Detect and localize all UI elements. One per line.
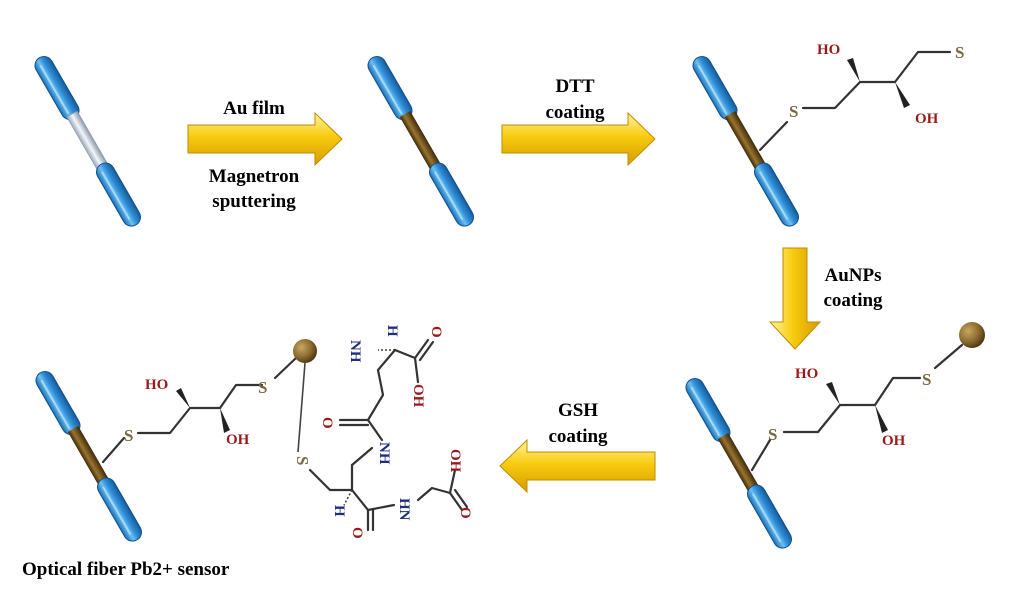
gold-nanoparticle	[959, 322, 985, 348]
fiber-dtt	[688, 52, 803, 231]
dtt-aunp-molecule: S HO OH S	[750, 322, 985, 472]
fiber-aunps	[681, 374, 796, 553]
oxygen-atom: O	[428, 326, 444, 338]
sulfur-atom: S	[124, 426, 133, 445]
gold-nanoparticle	[293, 339, 317, 363]
hydroxyl-label: OH	[410, 384, 426, 408]
sulfur-atom: S	[922, 370, 931, 389]
hydroxyl-label: HO	[817, 42, 840, 58]
hydroxyl-label: OH	[447, 449, 463, 473]
fiber-bare	[30, 52, 145, 231]
oxygen-atom: O	[319, 417, 335, 429]
arrow-right-1	[187, 111, 343, 167]
sulfur-atom: S	[789, 102, 798, 121]
arrow-down	[768, 247, 822, 350]
hydroxyl-label: OH	[915, 111, 939, 127]
sulfur-atom: S	[258, 378, 267, 397]
final-sensor-label: Optical fiber Pb2+ sensor	[22, 559, 230, 580]
step2-label-line1: DTT	[555, 76, 594, 97]
hydroxyl-label: HO	[795, 366, 818, 382]
amide-hn-label: HN	[396, 498, 412, 521]
amine-nh2-label: NH	[347, 340, 363, 363]
fiber-gsh	[31, 367, 146, 546]
dtt-on-sensor: S HO OH S	[101, 339, 317, 464]
hydroxyl-label: OH	[882, 433, 906, 449]
arrow-right-2	[501, 111, 656, 167]
step2-label-line2: coating	[545, 102, 605, 123]
step3-label-line1: AuNPs	[824, 265, 881, 286]
step4-label-line2: coating	[548, 426, 608, 447]
dtt-molecule: S HO OH S	[758, 42, 964, 152]
step1-label-line2: Magnetron	[209, 166, 300, 187]
hydroxyl-label: HO	[145, 377, 168, 393]
hydroxyl-label: OH	[226, 432, 250, 448]
step4-label-line1: GSH	[558, 400, 598, 421]
fiber-au-film	[363, 52, 478, 231]
arrow-left	[499, 438, 656, 494]
step1-label-line3: sputtering	[212, 191, 296, 212]
step1-label-line1: Au film	[223, 98, 285, 119]
step3-label-line2: coating	[823, 290, 883, 311]
oxygen-atom: O	[457, 507, 473, 519]
hydrogen-label: H	[331, 505, 347, 517]
hydrogen-label: H	[384, 325, 400, 337]
sulfur-atom: S	[293, 456, 312, 465]
gsh-molecule: S NH H O NH H O OH O HN O	[293, 325, 473, 539]
sulfur-atom: S	[955, 43, 964, 62]
sulfur-atom: S	[768, 425, 777, 444]
amide-nh-label: NH	[376, 442, 392, 465]
oxygen-atom: O	[349, 527, 365, 539]
